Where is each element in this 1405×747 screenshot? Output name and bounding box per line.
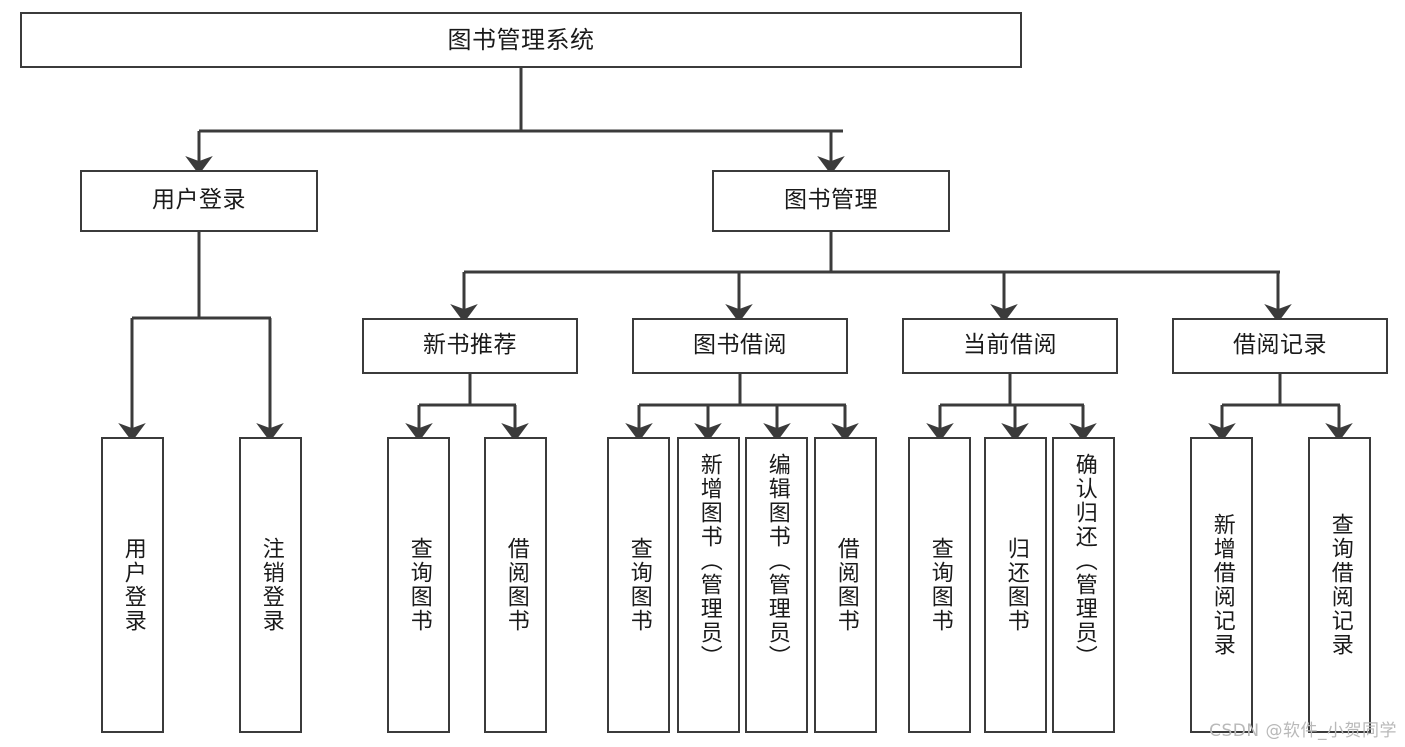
node-leaf-borrow-book-recommend[interactable]: 借阅图书 — [484, 437, 547, 733]
node-leaf-add-borrow-record[interactable]: 新增借阅记录 — [1190, 437, 1253, 733]
node-new-book-recommend[interactable]: 新书推荐 — [362, 318, 578, 374]
node-leaf-add-borrow-record-label: 新增借阅记录 — [1209, 513, 1235, 657]
csdn-watermark: CSDN @软件_小贺同学 — [1209, 721, 1397, 741]
node-leaf-query-book-borrow-label: 查询图书 — [626, 537, 652, 633]
node-book-borrow-label: 图书借阅 — [693, 332, 787, 359]
node-book-borrow[interactable]: 图书借阅 — [632, 318, 848, 374]
node-user-login[interactable]: 用户登录 — [80, 170, 318, 232]
node-leaf-confirm-return[interactable]: 确认归还（管理员） — [1052, 437, 1115, 733]
node-leaf-borrow-book[interactable]: 借阅图书 — [814, 437, 877, 733]
node-leaf-query-book-current[interactable]: 查询图书 — [908, 437, 971, 733]
node-book-manage[interactable]: 图书管理 — [712, 170, 950, 232]
node-leaf-return-book-label: 归还图书 — [1003, 537, 1029, 633]
node-leaf-query-book-recommend-label: 查询图书 — [406, 537, 432, 633]
node-leaf-confirm-return-label: 确认归还（管理员） — [1071, 453, 1097, 669]
node-leaf-user-login-label: 用户登录 — [120, 537, 146, 633]
node-root[interactable]: 图书管理系统 — [20, 12, 1022, 68]
node-leaf-query-borrow-record[interactable]: 查询借阅记录 — [1308, 437, 1371, 733]
node-leaf-edit-book[interactable]: 编辑图书（管理员） — [745, 437, 808, 733]
node-borrow-record-label: 借阅记录 — [1233, 332, 1327, 359]
node-leaf-add-book[interactable]: 新增图书（管理员） — [677, 437, 740, 733]
node-leaf-borrow-book-recommend-label: 借阅图书 — [503, 537, 529, 633]
node-leaf-user-login[interactable]: 用户登录 — [101, 437, 164, 733]
node-leaf-query-book-current-label: 查询图书 — [927, 537, 953, 633]
node-leaf-user-logout-label: 注销登录 — [258, 537, 284, 633]
node-book-manage-label: 图书管理 — [784, 187, 878, 214]
node-root-label: 图书管理系统 — [447, 25, 595, 54]
node-user-login-label: 用户登录 — [152, 187, 246, 214]
node-leaf-user-logout[interactable]: 注销登录 — [239, 437, 302, 733]
node-leaf-add-book-label: 新增图书（管理员） — [696, 453, 722, 669]
node-leaf-query-borrow-record-label: 查询借阅记录 — [1327, 513, 1353, 657]
node-current-borrow-label: 当前借阅 — [963, 332, 1057, 359]
node-leaf-query-book-borrow[interactable]: 查询图书 — [607, 437, 670, 733]
node-borrow-record[interactable]: 借阅记录 — [1172, 318, 1388, 374]
node-current-borrow[interactable]: 当前借阅 — [902, 318, 1118, 374]
node-leaf-borrow-book-label: 借阅图书 — [833, 537, 859, 633]
node-new-book-recommend-label: 新书推荐 — [423, 332, 517, 359]
node-leaf-query-book-recommend[interactable]: 查询图书 — [387, 437, 450, 733]
node-leaf-edit-book-label: 编辑图书（管理员） — [764, 453, 790, 669]
node-leaf-return-book[interactable]: 归还图书 — [984, 437, 1047, 733]
